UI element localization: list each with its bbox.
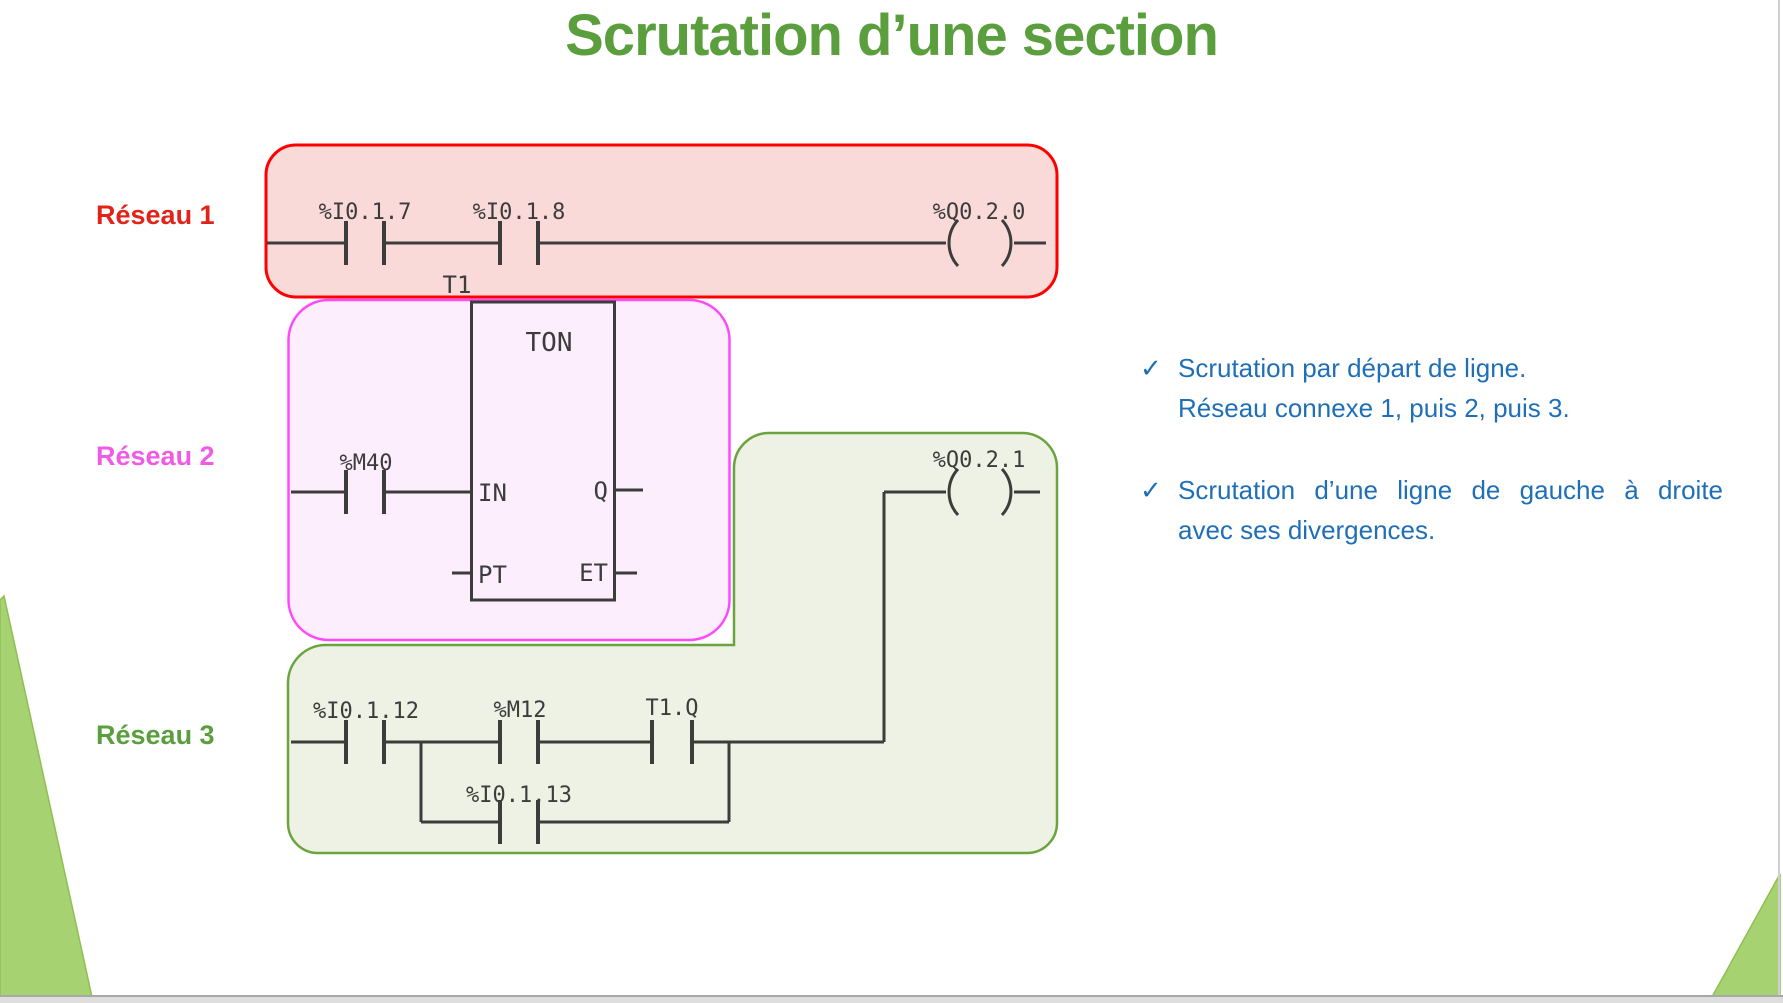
timer-name-label: T1 [443,271,472,299]
ton-function-block [470,300,616,602]
pin-et-label: ET [579,559,608,587]
pin-pt-label: PT [478,561,507,589]
contact-i017-icon [344,221,386,265]
corner-triangle-bottom-right-icon [1710,873,1781,998]
contact-i0113-label: %I0.1.13 [466,783,572,808]
coil-q021-icon [947,467,1013,517]
contact-i018-icon [498,221,540,265]
network1-rung [267,218,1046,268]
bullet-item: ✓ Scrutation d’une ligne de gauche à dro… [1140,470,1740,550]
network2-label: Réseau 2 [96,441,215,471]
bullet2-line2: avec ses divergences. [1178,515,1436,545]
bullet-item: ✓ Scrutation par départ de ligne. Réseau… [1140,348,1740,428]
slide-title: Scrutation d’une section [565,3,1219,68]
contact-m40-label: %M40 [340,451,393,476]
network2-rung [291,300,643,602]
network3-label: Réseau 3 [96,720,215,750]
network2-box [287,298,731,642]
contact-t1q-icon [650,720,694,764]
commentary-bullets: ✓ Scrutation par départ de ligne. Réseau… [1140,348,1740,550]
checkmark-icon: ✓ [1140,353,1162,383]
coil-q020-label: %Q0.2.0 [933,200,1026,225]
network3-wires [291,490,1040,744]
corner-triangle-bottom-left-icon [0,594,93,998]
contact-m12-icon [498,720,540,764]
pin-q-label: Q [594,477,608,505]
contact-t1q-label: T1.Q [646,696,699,721]
checkmark-icon: ✓ [1140,475,1162,505]
bullet1-line1: Scrutation par départ de ligne. [1178,353,1527,383]
contact-i018-label: %I0.1.8 [473,200,566,225]
contact-i0112-label: %I0.1.12 [313,699,419,724]
network3-rung [291,467,1040,844]
contact-i017-label: %I0.1.7 [319,200,412,225]
contact-m12-label: %M12 [494,698,547,723]
network2-wires [291,488,643,575]
network3-box [286,431,1059,855]
slide-right-edge [1778,0,1780,1003]
contact-m40-icon [344,470,386,514]
coil-q020-icon [947,218,1013,268]
network1-box [264,143,1059,299]
contact-i0112-icon [344,720,386,764]
contact-i0113-icon [498,800,540,844]
ton-block-label: TON [526,328,573,358]
slide-bottom-edge [0,995,1783,1003]
bullet2-line1: Scrutation d’une ligne de gauche à droit… [1178,475,1723,505]
coil-q021-label: %Q0.2.1 [933,448,1026,473]
network1-label: Réseau 1 [96,200,215,230]
pin-in-label: IN [478,479,507,507]
bullet1-line2: Réseau connexe 1, puis 2, puis 3. [1178,393,1570,423]
network3-branch-wires [419,742,731,824]
